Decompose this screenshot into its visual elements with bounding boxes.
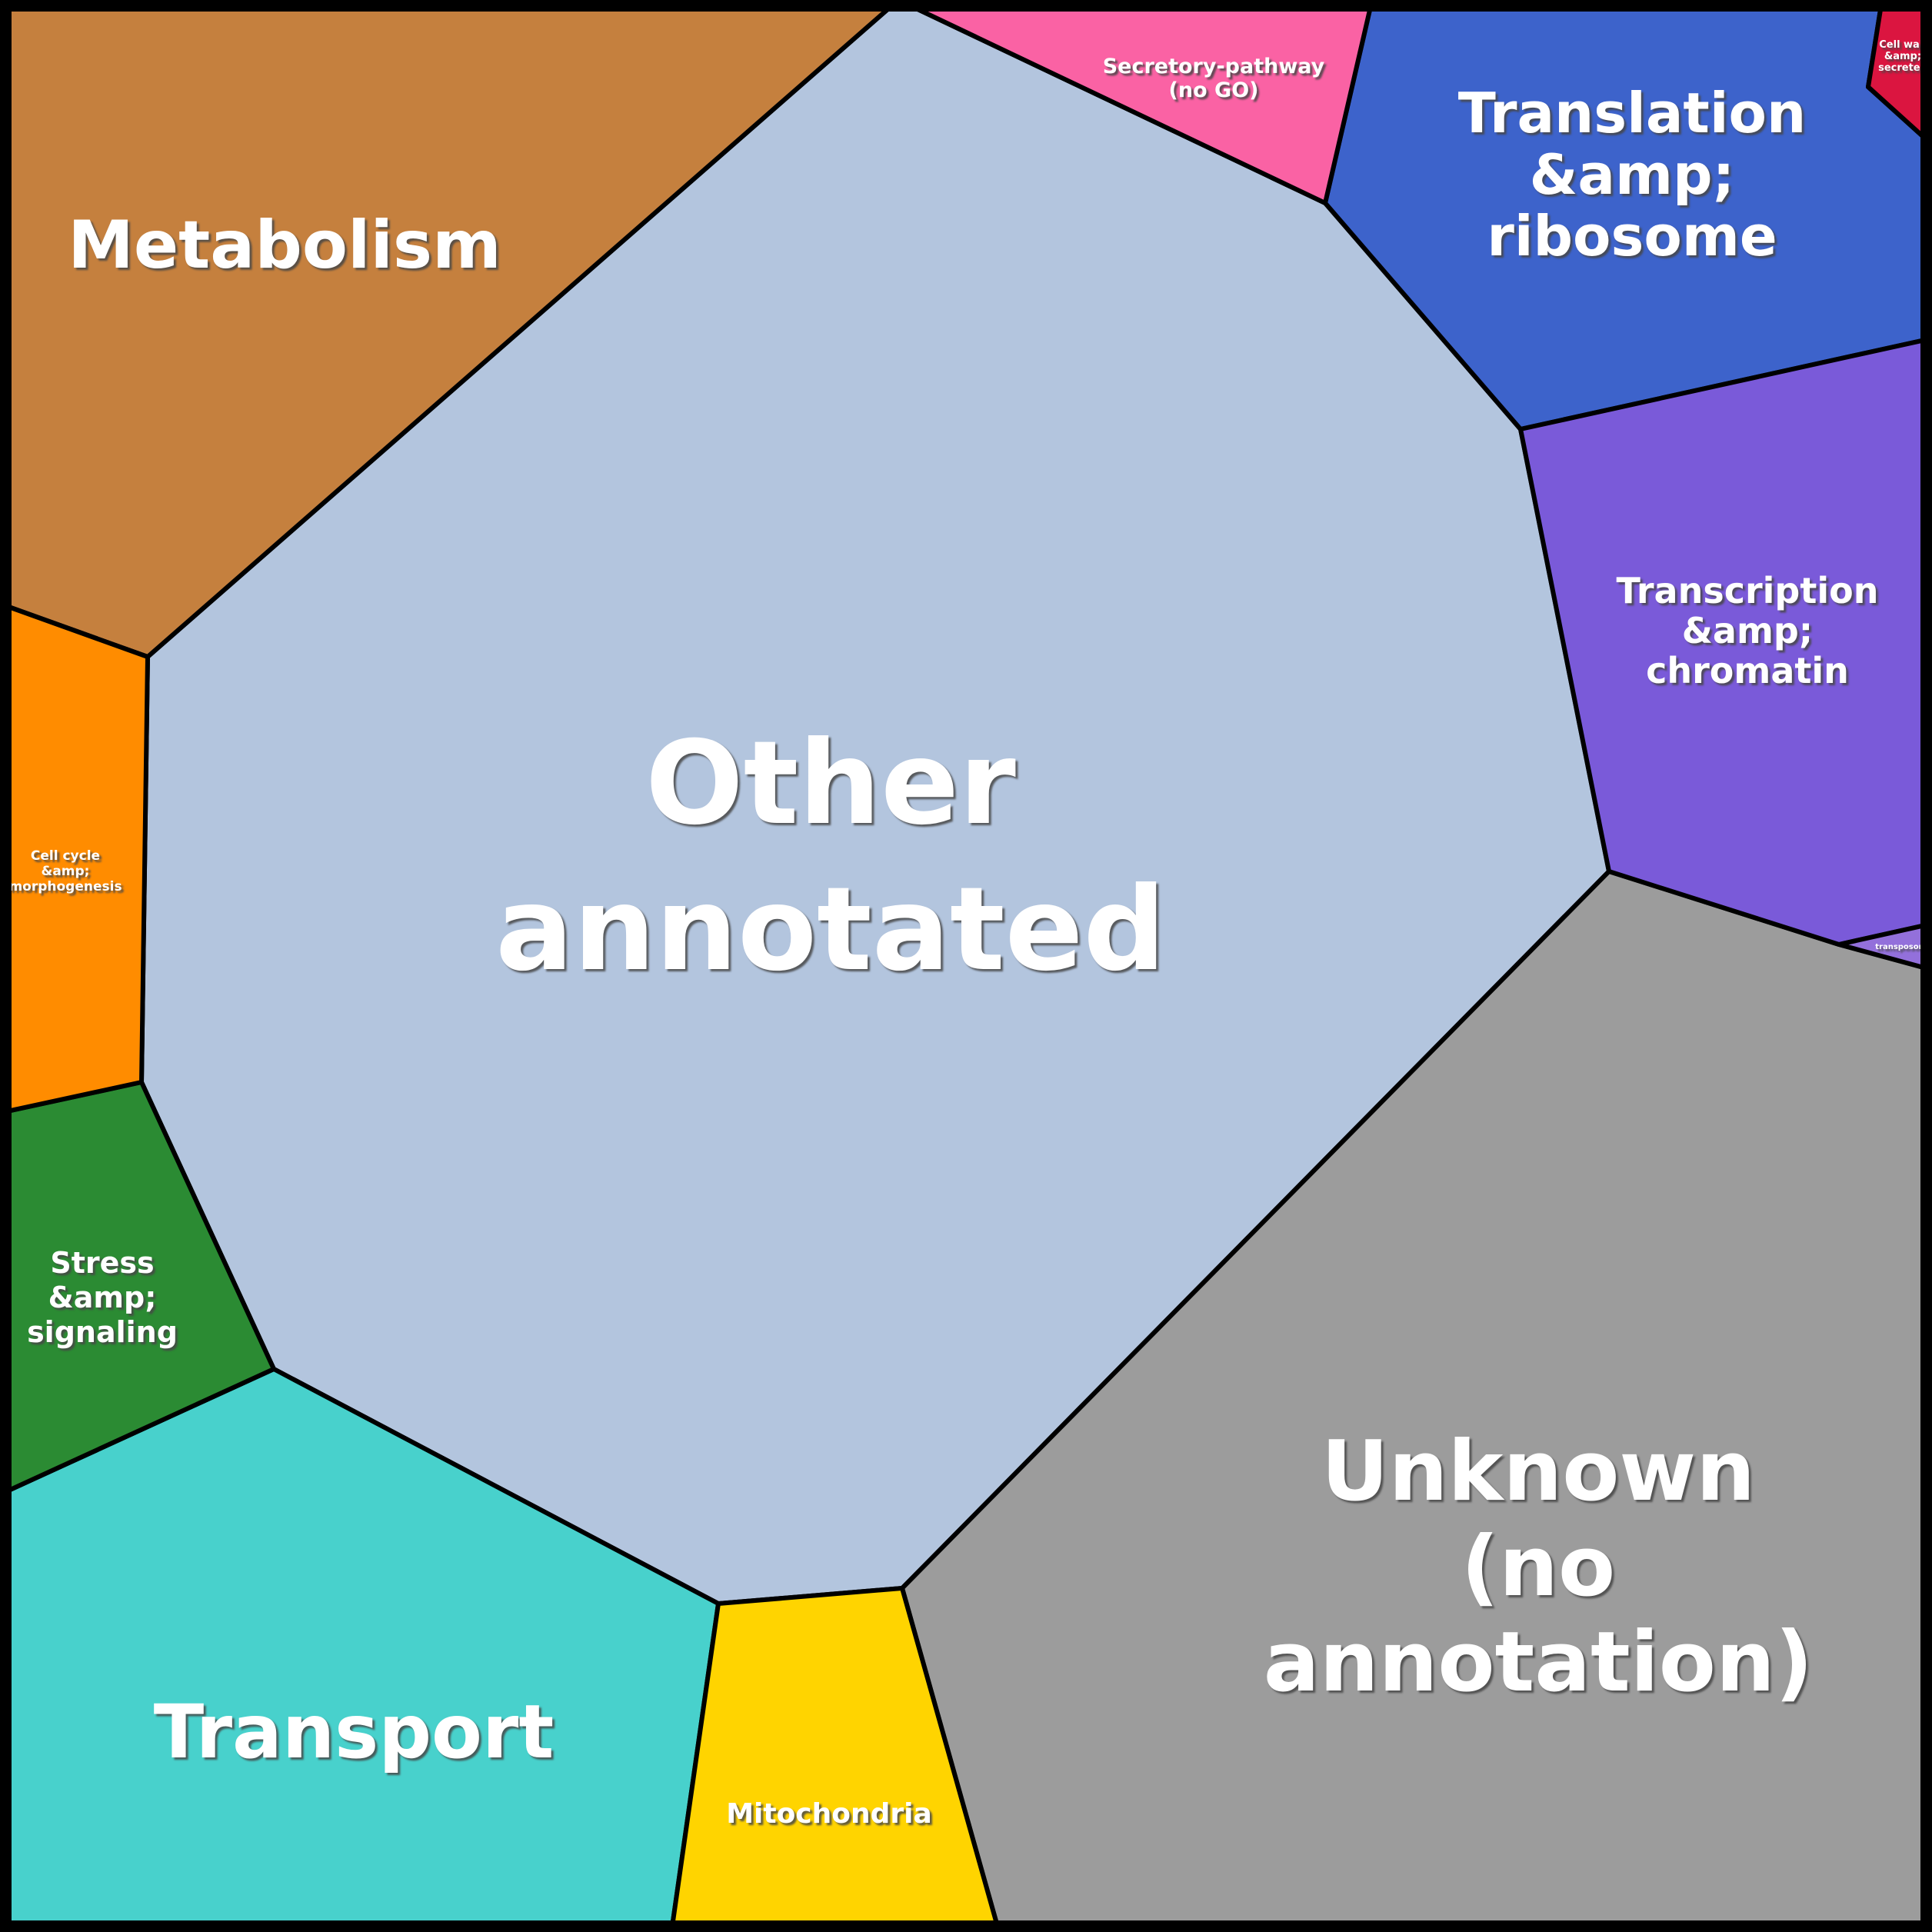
- cell-mitochondria[interactable]: [669, 1586, 1001, 1932]
- cell-cell-wall-secreted[interactable]: [1866, 0, 1932, 147]
- cell-cell-cycle-morphogenesis[interactable]: [0, 601, 150, 1115]
- cell-secretory-pathway-no-go[interactable]: [896, 0, 1374, 205]
- cell-transposon[interactable]: [1837, 921, 1932, 972]
